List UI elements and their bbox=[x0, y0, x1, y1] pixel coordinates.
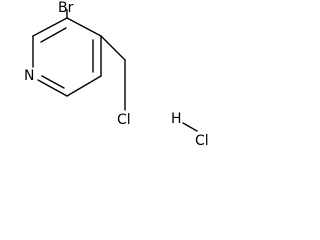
bond-c5-c6 bbox=[66, 75, 102, 97]
bond-c4-ch2 bbox=[100, 35, 126, 61]
atom-label-nitrogen: N bbox=[24, 68, 34, 84]
atom-label-chlorine-salt: Cl bbox=[195, 133, 209, 149]
atom-label-hydrogen-salt: H bbox=[171, 111, 182, 127]
double-bond-c6-n1 bbox=[41, 75, 65, 89]
atom-label-chlorine: Cl bbox=[117, 112, 131, 128]
bond-c2-c3 bbox=[32, 17, 68, 37]
bond-c6-n1 bbox=[37, 79, 68, 97]
bond-c3-c4 bbox=[66, 17, 102, 37]
bond-h-cl bbox=[182, 122, 198, 132]
chemical-structure-diagram: N Br Cl H Cl bbox=[24, 0, 209, 149]
double-bond-c2-c3 bbox=[40, 27, 67, 43]
atom-label-bromine: Br bbox=[58, 0, 74, 16]
